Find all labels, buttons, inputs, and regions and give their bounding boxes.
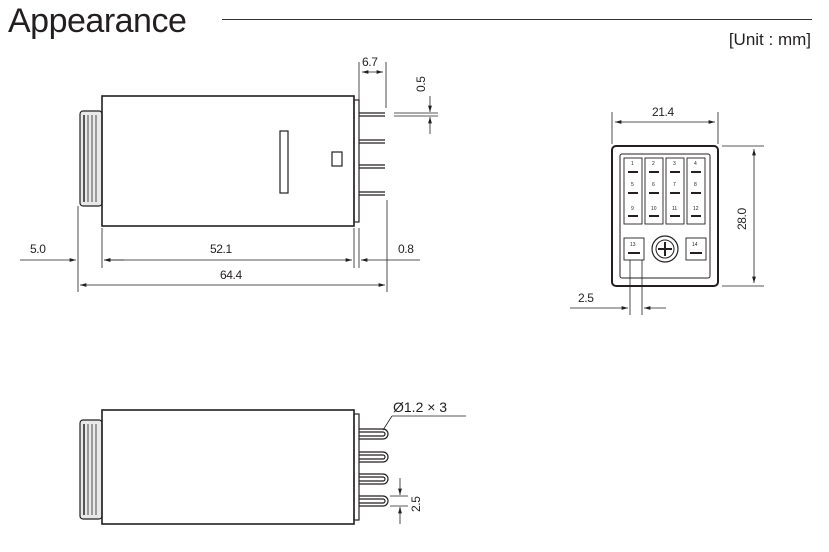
- relay-body: [101, 409, 355, 525]
- dim-pin-length: 6.7: [362, 55, 378, 69]
- screw-icon: [651, 235, 679, 263]
- pin-label: 3: [673, 161, 676, 167]
- dim-top-pin-pitch: 2.5: [409, 496, 423, 512]
- relay-base: [353, 413, 360, 521]
- pin-label: 4: [694, 161, 697, 167]
- pin-label: 5: [631, 182, 634, 188]
- pin-label: 7: [673, 182, 676, 188]
- dim-pin-pitch: 2.5: [578, 291, 594, 305]
- title-divider: [222, 19, 812, 20]
- dim-body: 52.1: [210, 242, 232, 256]
- dim-pin-thickness: 0.5: [414, 76, 428, 92]
- pin-label: 2: [652, 161, 655, 167]
- pin-label: 1: [631, 161, 634, 167]
- relay-base: [353, 99, 360, 223]
- bottom-view: [611, 145, 719, 287]
- dim-knob: 5.0: [30, 242, 46, 256]
- dim-pin-diameter: Ø1.2 × 3: [393, 399, 447, 415]
- unit-label: [Unit : mm]: [728, 30, 811, 49]
- page-title: Appearance: [8, 2, 187, 40]
- dim-width: 21.4: [652, 105, 674, 119]
- dim-height: 28.0: [735, 208, 749, 230]
- relay-body: [101, 95, 355, 227]
- coil-label: 13: [630, 242, 636, 248]
- top-view: [79, 409, 389, 525]
- pin-label: 10: [651, 206, 657, 212]
- coil-label: 14: [692, 242, 698, 248]
- pin-label: 11: [672, 206, 677, 212]
- pin-label: 9: [631, 206, 634, 212]
- side-view: [79, 95, 385, 227]
- pin-labels: 1 2 3 4 5 6 7 8 9 10 11 12 13 14: [630, 161, 699, 248]
- indicator-window: [279, 130, 289, 194]
- dim-base: 0.8: [398, 242, 414, 256]
- dim-total: 64.4: [220, 268, 242, 282]
- pin-label: 12: [693, 206, 699, 212]
- pin-label: 6: [652, 182, 655, 188]
- pin-label: 8: [694, 182, 697, 188]
- latch-tab: [331, 151, 343, 167]
